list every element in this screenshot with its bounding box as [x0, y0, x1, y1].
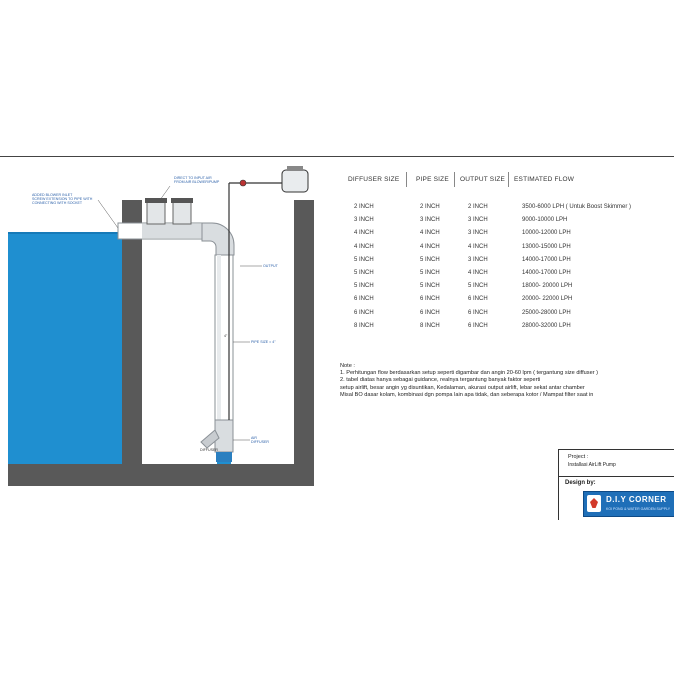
col-sep	[508, 172, 509, 187]
table-cell: 3 INCH	[468, 256, 488, 263]
leader-left	[97, 199, 119, 229]
table-cell: 28000-32000 LPH	[522, 322, 571, 329]
table-cell: 4 INCH	[468, 270, 488, 276]
table-cell: 8 INCH	[420, 322, 440, 329]
table-cell: 14000-17000 LPH	[522, 256, 571, 263]
table-cell: 6 INCH	[354, 296, 374, 303]
table-cell: 4 INCH	[468, 243, 488, 250]
diffuser-callout: AIR DIFFUSER	[251, 436, 269, 444]
left-callout: ADDED BLOWER INLET SCREW EXTENSION TO PI…	[32, 193, 92, 205]
left-callout-line-1: ADDED BLOWER INLET	[32, 193, 73, 197]
table-cell: 4 INCH	[420, 243, 440, 250]
project-value: Installasi AirLift Pump	[568, 462, 616, 468]
table-cell: 6 INCH	[468, 296, 488, 303]
notes-line: Misal BO dasar kolam, kombinasi dgn pomp…	[340, 391, 594, 398]
col-header-pipe: PIPE SIZE	[416, 176, 449, 183]
table-cell: 3 INCH	[468, 230, 488, 237]
table-cell: 25000-28000 LPH	[522, 309, 571, 316]
diffuser-branch	[200, 429, 220, 449]
notes-line: 2. tabel diatas hanya sebagai guidance, …	[340, 377, 541, 384]
table-cell: 4 INCH	[354, 243, 374, 250]
col-sep	[454, 172, 455, 187]
table-cell: 5 INCH	[354, 270, 374, 276]
pond-water-surface	[8, 232, 122, 234]
left-callout-line-2: SCREW EXTENSION TO PIPE WITH	[32, 197, 93, 201]
table-cell: 3 INCH	[354, 217, 374, 224]
top-callout: DIRECT TO INPUT AIR FROM AIR BLOWER/PUMP	[174, 176, 219, 184]
pipe-size-mark: 4"	[224, 334, 228, 338]
table-cell: 5 INCH	[420, 283, 440, 290]
air-valve	[239, 179, 247, 187]
table-cell: 2 INCH	[420, 204, 440, 210]
title-block-divider	[559, 476, 674, 477]
table-cell: 6 INCH	[420, 309, 440, 316]
title-block: Project : Installasi AirLift Pump Design…	[558, 449, 674, 520]
outlet-callout: OUTPUT	[263, 264, 278, 268]
table-cell: 5 INCH	[468, 283, 488, 290]
diffuser-tag: DIFFUSER	[200, 448, 218, 452]
frame-border-top	[0, 156, 674, 157]
logo-text: D.I.Y CORNER	[606, 495, 667, 504]
table-cell: 5 INCH	[420, 256, 440, 263]
pipe-callout: PIPE SIZE = 4"	[251, 340, 276, 344]
project-label: Project :	[568, 454, 589, 460]
col-header-flow: ESTIMATED FLOW	[514, 176, 575, 183]
table-cell: 5 INCH	[354, 283, 374, 290]
table-cell: 2 INCH	[468, 204, 488, 210]
notes-title: Note :	[340, 363, 355, 369]
table-cell: 20000- 22000 LPH	[522, 296, 573, 303]
top-callout-line-2: FROM AIR BLOWER/PUMP	[174, 180, 220, 184]
pond-floor	[8, 464, 314, 486]
table-cell: 18000- 20000 LPH	[522, 283, 573, 290]
right-wall	[294, 200, 314, 464]
air-blower	[281, 169, 309, 193]
table-cell: 6 INCH	[420, 296, 440, 303]
table-cell: 4 INCH	[354, 230, 374, 237]
inlet-cap-2-top	[171, 198, 193, 203]
table-cell: 5 INCH	[354, 256, 374, 263]
table-cell: 6 INCH	[468, 309, 488, 316]
col-sep	[406, 172, 407, 187]
table-cell: 6 INCH	[354, 309, 374, 316]
leader-top	[159, 185, 171, 201]
table-cell: 3 INCH	[420, 217, 440, 224]
table-cell: 14000-17000 LPH	[522, 270, 571, 276]
table-cell: 10000-12000 LPH	[522, 230, 571, 237]
notes-block: Note : 1. Perhitungan flow berdasarkan s…	[340, 363, 598, 399]
air-blower-top	[287, 166, 303, 171]
inlet-cap-1-top	[145, 198, 167, 203]
logo-badge-icon	[587, 495, 601, 512]
table-cell: 9000-10000 LPH	[522, 217, 568, 224]
diffuser-callout-line-1: AIR	[251, 436, 257, 440]
logo-subtitle: KOI POND & WATER GARDEN SUPPLY	[606, 507, 671, 511]
table-cell: 13000-15000 LPH	[522, 243, 571, 250]
diffuser-head	[216, 452, 232, 462]
notes-line: 1. Perhitungan flow berdasarkan setup se…	[340, 370, 598, 377]
riser-pipe-shade	[217, 255, 221, 425]
table-cell: 8 INCH	[354, 322, 374, 329]
table-cell: 5 INCH	[420, 270, 440, 276]
table-cell: 3 INCH	[468, 217, 488, 224]
design-by-label: Design by:	[565, 480, 596, 486]
table-cell: 6 INCH	[468, 322, 488, 329]
diy-corner-logo: D.I.Y CORNER KOI POND & WATER GARDEN SUP…	[583, 491, 674, 517]
left-callout-line-3: CONNECTING WITH SOCKET	[32, 201, 83, 205]
inlet-cap-2	[172, 201, 192, 225]
col-header-diffuser: DIFFUSER SIZE	[348, 176, 400, 183]
pond-water	[8, 232, 122, 464]
inlet-pipe-fill	[142, 224, 210, 238]
pipe-elbow	[201, 222, 235, 256]
table-cell: 3500-6000 LPH ( Untuk Boost Skimmer )	[522, 204, 632, 210]
inlet-cap-1	[146, 201, 166, 225]
notes-line: setup airlift, besar angin yg disuntikan…	[340, 384, 585, 391]
diffuser-callout-line-2: DIFFUSER	[251, 440, 269, 444]
left-wall	[122, 200, 142, 464]
top-callout-line-1: DIRECT TO INPUT AIR	[174, 176, 212, 180]
table-cell: 2 INCH	[354, 204, 374, 210]
table-cell: 4 INCH	[420, 230, 440, 237]
col-header-output: OUTPUT SIZE	[460, 176, 506, 183]
